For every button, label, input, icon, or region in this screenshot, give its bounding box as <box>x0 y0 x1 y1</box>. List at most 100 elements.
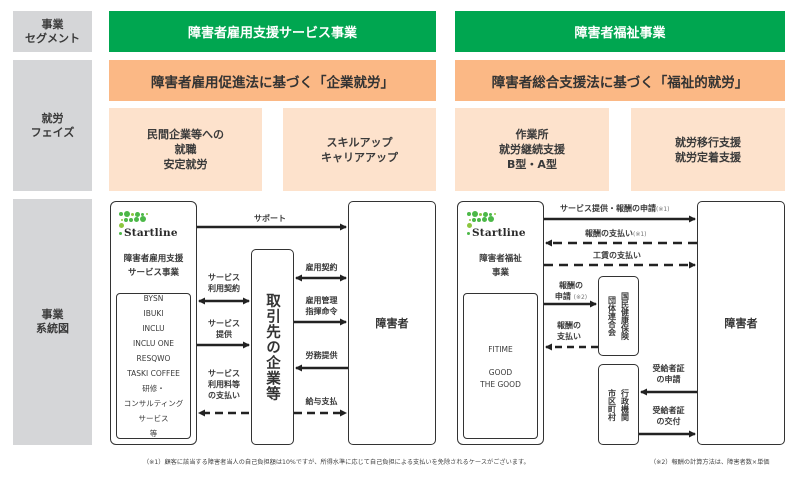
client-company-label: 取引先の企業等 <box>264 292 280 402</box>
label-service-provision: サービス 提供 <box>198 318 250 340</box>
note-marker: (※1) <box>656 206 670 213</box>
service-item: RESQWO <box>136 354 171 363</box>
label-support: サポート <box>254 213 286 224</box>
caption-line: サービス事業 <box>127 268 179 278</box>
segment-employment-support-label: 障害者雇用支援サービス事業 <box>187 26 357 41</box>
row-label-phase: 就労 フェイズ <box>13 60 92 191</box>
arrow-label: の支払い <box>208 391 240 400</box>
caption-line: 障害者福祉 <box>479 254 522 264</box>
row-label-system-line2: 系統図 <box>36 322 69 335</box>
service-item: BYSN <box>143 294 164 303</box>
employment-services-list: BYSN IBUKI INCLU INCLU ONE RESQWO TASKI … <box>116 293 191 439</box>
label-cert-issue: 受給者証 の交付 <box>641 405 696 427</box>
note-marker: (※1) <box>633 231 647 238</box>
arrow-label: サポート <box>254 214 286 223</box>
service-item: INCLU <box>142 324 165 333</box>
startline-logo-right: Startline <box>467 211 526 239</box>
arrow-label: 利用契約 <box>208 284 240 293</box>
insurance-federation-label-1: 国民健康保険 <box>620 292 630 340</box>
phase-sub-text: 就労定着支援 <box>675 150 741 164</box>
phase-sub-text: 安定就労 <box>163 158 208 171</box>
logo-dots-icon <box>467 211 507 228</box>
service-item: INCLU ONE <box>133 339 174 348</box>
person-label-left: 障害者 <box>375 317 409 330</box>
phase-sub-stable-employment: 民間企業等への 就職 安定就労 <box>109 108 262 191</box>
footnote-1: （※1）顧客に該当する障害者当人の自己負担額は10%ですが、所得水準に応じて自己… <box>143 457 530 466</box>
label-salary-payment: 給与支払 <box>296 396 347 407</box>
phase-sub-text: キャリアアップ <box>321 150 398 164</box>
caption-line: 障害者雇用支援 <box>123 254 184 264</box>
service-item: GOOD <box>488 367 513 377</box>
insurance-federation-label-2: 団体連合会 <box>607 296 617 336</box>
phase-corporate-employment-label: 障害者雇用促進法に基づく「企業就労」 <box>151 74 394 91</box>
label-service-contract: サービス 利用契約 <box>198 272 250 294</box>
service-item: THE GOOD <box>480 379 521 389</box>
label-fee-pay-insurance: 報酬の 支払い <box>545 320 593 342</box>
phase-sub-text: 就職 <box>174 143 197 156</box>
arrow-label: 申請 <box>554 292 571 301</box>
segment-employment-support: 障害者雇用支援サービス事業 <box>109 11 436 52</box>
row-label-segment-line1: 事業 <box>41 17 64 31</box>
arrow-label: 給与支払 <box>305 397 338 406</box>
arrow-label: 報酬の <box>559 281 583 290</box>
label-fee-claim: 報酬の 申請 (※2) <box>545 280 597 303</box>
arrow-label: 雇用管理 <box>305 296 338 305</box>
arrow-label-with-note: 申請 (※2) <box>555 291 587 303</box>
label-cert-application: 受給者証 の申請 <box>641 363 696 385</box>
welfare-services-list: FITIME GOOD THE GOOD <box>463 293 538 439</box>
arrow-label: 報酬の支払い <box>585 229 633 238</box>
logo-wordmark: Startline <box>124 227 178 239</box>
service-item: TASKI COFFEE <box>127 369 180 378</box>
label-employment-management: 雇用管理 指揮命令 <box>296 295 347 317</box>
arrow-label: サービス <box>208 319 240 328</box>
footnote-2-text: （※2）報酬の計算方法は、障害者数×単価 <box>650 459 770 466</box>
phase-welfare-employment-label: 障害者総合支援法に基づく「福祉的就労」 <box>491 74 749 91</box>
municipal-office-label-1: 行政機関 <box>620 388 630 421</box>
municipal-office-label-2: 市区町村 <box>607 388 617 421</box>
phase-sub-text: 就労移行支援 <box>675 135 741 149</box>
person-label-right: 障害者 <box>724 317 758 330</box>
arrow-label: 利用料等 <box>208 380 240 389</box>
phase-sub-text: B型・A型 <box>507 158 557 171</box>
service-item: 等 <box>149 429 158 438</box>
label-wage-payment: 工賃の支払い <box>593 250 641 261</box>
phase-sub-text: スキルアップ <box>326 135 393 149</box>
logo-wordmark: Startline <box>472 227 526 239</box>
arrow-label: の申請 <box>656 375 681 384</box>
row-label-segment-line2: セグメント <box>25 31 80 45</box>
phase-sub-transition-support: 就労移行支援 就労定着支援 <box>631 108 785 191</box>
logo-dots-icon <box>119 211 159 228</box>
label-labor-provision: 労務提供 <box>296 350 347 361</box>
row-label-segment: 事業 セグメント <box>13 11 92 52</box>
phase-sub-text: 民間企業等への <box>147 128 224 141</box>
arrow-label: 指揮命令 <box>305 307 338 316</box>
phase-sub-text: 作業所 <box>515 128 549 141</box>
municipal-office-box: 行政機関 市区町村 <box>598 364 639 445</box>
footnote-1-text: （※1）顧客に該当する障害者当人の自己負担額は10%ですが、所得水準に応じて自己… <box>143 459 530 466</box>
arrow-label: サービス提供・報酬の申請 <box>560 204 656 213</box>
startline-employment-caption: 障害者雇用支援 サービス事業 <box>110 252 197 280</box>
arrow-label: サービス <box>208 273 240 282</box>
arrow-label: 報酬の <box>557 321 581 330</box>
arrow-label: 受給者証 <box>652 406 685 415</box>
row-label-phase-line2: フェイズ <box>30 125 75 139</box>
segment-welfare-label: 障害者福祉事業 <box>574 26 666 41</box>
arrow-label: 工賃の支払い <box>593 251 641 260</box>
arrow-label: の交付 <box>656 417 681 426</box>
service-item: 研修・ <box>142 384 165 393</box>
phase-sub-workshop: 作業所 就労継続支援 B型・A型 <box>455 108 609 191</box>
person-box-left: 障害者 <box>348 201 436 445</box>
service-item: IBUKI <box>143 309 164 318</box>
label-service-fee: サービス 利用料等 の支払い <box>198 368 250 401</box>
insurance-federation-box: 国民健康保険 団体連合会 <box>598 276 639 356</box>
footnote-2: （※2）報酬の計算方法は、障害者数×単価 <box>650 457 770 466</box>
arrow-label: 雇用契約 <box>305 263 338 272</box>
arrow-label: 受給者証 <box>652 364 685 373</box>
phase-corporate-employment: 障害者雇用促進法に基づく「企業就労」 <box>109 60 436 101</box>
row-label-system-line1: 事業 <box>41 308 64 321</box>
label-service-claim: サービス提供・報酬の申請(※1) <box>560 203 670 215</box>
row-label-system: 事業 系統図 <box>13 199 92 445</box>
arrow-label: 提供 <box>216 330 232 339</box>
client-company-box: 取引先の企業等 <box>251 249 294 445</box>
startline-welfare-caption: 障害者福祉 事業 <box>457 252 544 280</box>
